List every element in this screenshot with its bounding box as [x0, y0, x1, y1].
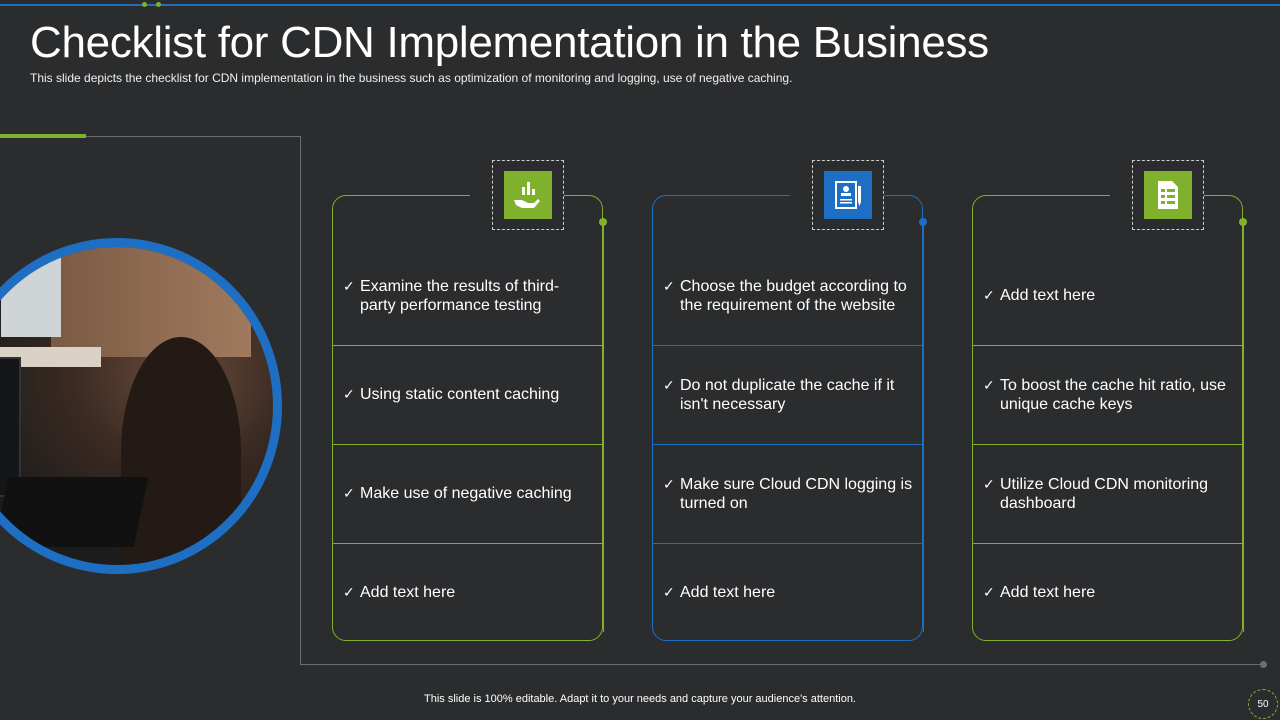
checklist-item-text: Utilize Cloud CDN monitoring dashboard: [1000, 475, 1209, 512]
green-accent-bar: [0, 134, 86, 138]
page-subtitle: This slide depicts the checklist for CDN…: [30, 71, 793, 85]
checklist-item-text: Using static content caching: [360, 386, 560, 403]
checklist-item-text: Make sure Cloud CDN logging is turned on: [680, 475, 913, 512]
check-icon: ✓: [663, 377, 675, 394]
checklist-item: ✓ Choose the budget according to the requ…: [653, 246, 922, 345]
checklist-item-text: Examine the results of third-party perfo…: [360, 277, 560, 314]
accent-dot: [599, 218, 607, 226]
checklist-item: ✓ Examine the results of third-party perf…: [333, 246, 602, 345]
checklist-item: ✓ Make sure Cloud CDN logging is turned o…: [653, 444, 922, 543]
checklist-item-text: Choose the budget according to the requi…: [680, 277, 907, 314]
frame-end-dot: [1260, 661, 1267, 668]
checklist-item-text: Do not duplicate the cache if it isn't n…: [680, 376, 895, 413]
checklist-card-2: ✓ Choose the budget according to the requ…: [652, 195, 923, 641]
checklist-item-text: To boost the cache hit ratio, use unique…: [1000, 376, 1226, 413]
check-icon: ✓: [343, 387, 355, 403]
check-icon: ✓: [983, 476, 995, 493]
checklist-item: ✓ Add text here: [973, 543, 1242, 642]
checklist-item: ✓ Add text here: [653, 543, 922, 642]
checklist-item-text: Add text here: [1000, 287, 1096, 304]
check-icon: ✓: [343, 486, 355, 502]
accent-dot: [1239, 218, 1247, 226]
checklist-item-text: Add text here: [1000, 584, 1096, 601]
hand-chart-icon: [504, 171, 552, 219]
checklist-item: ✓ Using static content caching: [333, 345, 602, 444]
checklist-card-3: ✓ Add text here ✓ To boost the cache hit r…: [972, 195, 1243, 641]
checklist-card-1: ✓ Examine the results of third-party perf…: [332, 195, 603, 641]
checklist-item-text: Make use of negative caching: [360, 485, 572, 502]
check-icon: ✓: [983, 585, 995, 601]
checklist-item: ✓ Do not duplicate the cache if it isn't …: [653, 345, 922, 444]
checklist-document-icon: [1144, 171, 1192, 219]
office-photo: [0, 238, 282, 574]
check-icon: ✓: [983, 377, 995, 394]
accent-dot: [919, 218, 927, 226]
frame-line-left: [300, 136, 301, 665]
frame-line-top: [86, 136, 301, 137]
check-icon: ✓: [663, 476, 675, 493]
frame-line-bottom: [300, 664, 1264, 665]
checklist-item: ✓ To boost the cache hit ratio, use uniqu…: [973, 345, 1242, 444]
checklist-item: ✓ Add text here: [333, 543, 602, 642]
id-card-pen-icon: [824, 171, 872, 219]
column-icon-box-1: [492, 160, 564, 230]
check-icon: ✓: [663, 278, 675, 295]
page-number: 50: [1248, 689, 1278, 719]
check-icon: ✓: [663, 585, 675, 601]
check-icon: ✓: [343, 585, 355, 601]
checklist-item: ✓ Make use of negative caching: [333, 444, 602, 543]
check-icon: ✓: [343, 278, 355, 295]
checklist-item: ✓ Utilize Cloud CDN monitoring dashboard: [973, 444, 1242, 543]
checklist-item-text: Add text here: [680, 584, 776, 601]
top-accent-line: [0, 4, 1280, 6]
checklist-item-text: Add text here: [360, 584, 456, 601]
column-icon-box-3: [1132, 160, 1204, 230]
checklist-item: ✓ Add text here: [973, 246, 1242, 345]
page-title: Checklist for CDN Implementation in the …: [30, 18, 989, 67]
footer-note: This slide is 100% editable. Adapt it to…: [424, 693, 856, 705]
column-icon-box-2: [812, 160, 884, 230]
check-icon: ✓: [983, 288, 995, 304]
